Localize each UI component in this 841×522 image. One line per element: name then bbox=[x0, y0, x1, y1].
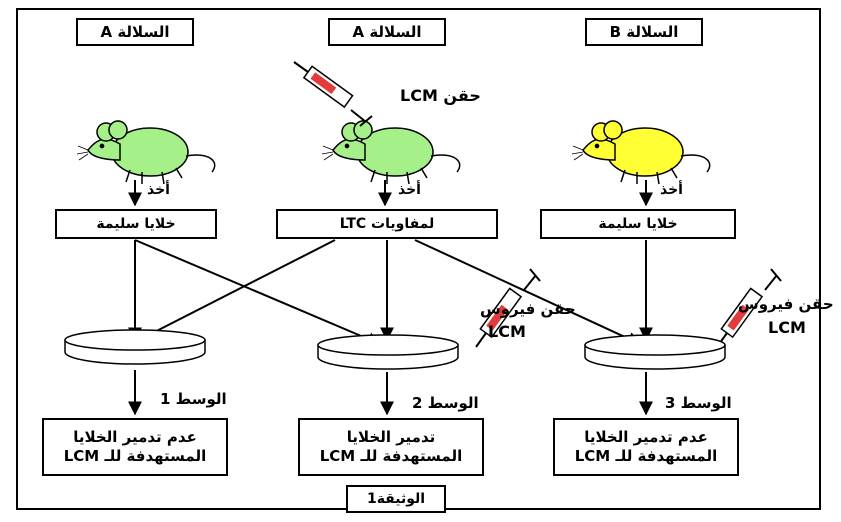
take-label: أخذ bbox=[147, 182, 170, 198]
green-mouse-icon bbox=[76, 120, 216, 185]
result-box: عدم تدمير الخلايا المستهدفة للـ LCM bbox=[42, 418, 228, 476]
result-line: عدم تدمير الخلايا bbox=[73, 427, 197, 446]
petri-dish-2 bbox=[317, 334, 459, 370]
cell-box: لمفاويات LTC bbox=[276, 209, 498, 239]
result-line: المستهدفة للـ LCM bbox=[63, 447, 207, 465]
result-line: المستهدفة للـ LCM bbox=[574, 447, 718, 465]
syringe-icon bbox=[293, 61, 373, 127]
strain-box: السلالة B bbox=[585, 18, 703, 46]
virus-injection-label: حقن فيروس bbox=[480, 300, 576, 318]
strain-box: السلالة A bbox=[76, 18, 194, 46]
virus-injection-label: LCM bbox=[768, 318, 806, 337]
medium-label: الوسط 1 bbox=[160, 390, 227, 408]
yellow-mouse-icon bbox=[571, 120, 711, 185]
virus-injection-label: LCM bbox=[488, 322, 526, 341]
cell-box: خلايا سليمة bbox=[540, 209, 736, 239]
cell-box: خلايا سليمة bbox=[55, 209, 217, 239]
petri-dish-3 bbox=[584, 334, 726, 370]
strain-box: السلالة A bbox=[328, 18, 446, 46]
medium-label: الوسط 2 bbox=[412, 394, 479, 412]
green-mouse-icon bbox=[321, 120, 461, 185]
injection-label: حقن LCM bbox=[400, 86, 481, 105]
medium-label: الوسط 3 bbox=[665, 394, 732, 412]
result-line: تدمير الخلايا bbox=[346, 427, 436, 446]
virus-injection-label: حقن فيروس bbox=[738, 295, 834, 313]
result-line: المستهدفة للـ LCM bbox=[319, 447, 463, 465]
take-label: أخذ bbox=[398, 182, 421, 198]
result-box: عدم تدمير الخلايا المستهدفة للـ LCM bbox=[553, 418, 739, 476]
result-box: تدمير الخلايا المستهدفة للـ LCM bbox=[298, 418, 484, 476]
result-line: عدم تدمير الخلايا bbox=[584, 427, 708, 446]
petri-dish-1 bbox=[64, 329, 206, 365]
figure-caption: الوثيقة1 bbox=[346, 485, 446, 513]
take-label: أخذ bbox=[660, 182, 683, 198]
